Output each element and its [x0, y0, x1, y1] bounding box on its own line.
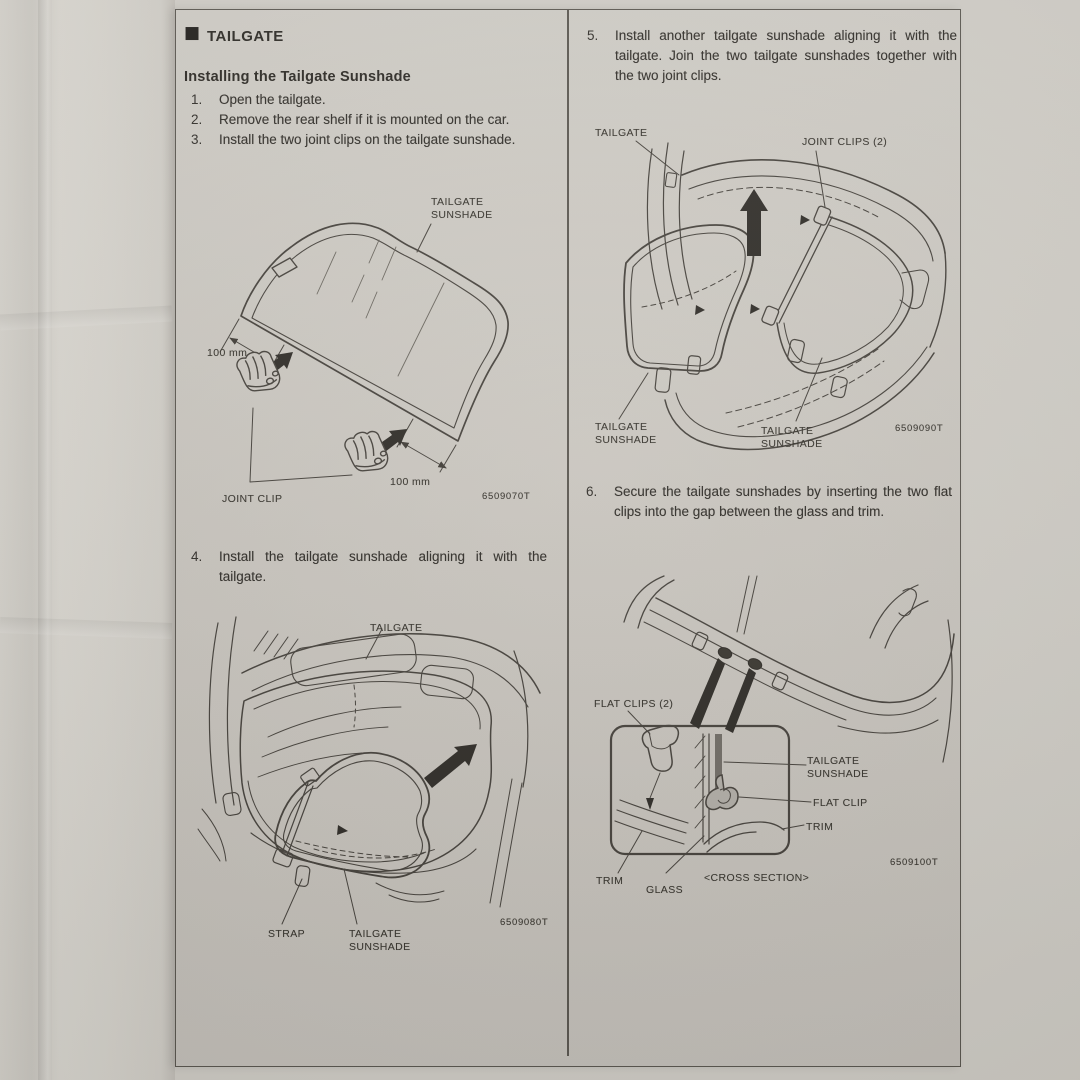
- flat-clip-section: [705, 774, 739, 811]
- install-arrow: [740, 189, 768, 256]
- figure-code: 6509080T: [500, 917, 549, 928]
- tiny-arrow: [750, 304, 760, 314]
- tiny-arrow: [800, 215, 810, 225]
- paper-crease: [0, 617, 173, 639]
- label-tailgate-sunshade: TAILGATE SUNSHADE: [761, 425, 823, 450]
- pointer-wedge: [725, 668, 756, 733]
- figure-code: 6509100T: [890, 857, 939, 868]
- tiny-arrow: [337, 825, 348, 835]
- dimension-lines: [219, 318, 457, 473]
- figure-code: 6509090T: [895, 423, 944, 434]
- joint-clip-art: [813, 205, 832, 226]
- strap-art: [281, 782, 314, 857]
- label-trim: TRIM: [596, 875, 624, 887]
- sunshade-tab: [271, 257, 298, 278]
- sunshade-outline: [274, 751, 431, 879]
- joint-clip-art: [342, 426, 391, 477]
- section-subtitle: Installing the Tailgate Sunshade: [184, 69, 411, 85]
- step-number: 3.: [191, 132, 203, 147]
- paper-crease: [38, 0, 52, 1080]
- leader-lines: [618, 140, 826, 422]
- label-flat-clip: FLAT CLIP: [813, 797, 868, 809]
- label-tailgate: TAILGATE: [595, 127, 648, 139]
- figure-flat-clips-cross-section: [609, 575, 955, 874]
- step-text: Remove the rear shelf if it is mounted o…: [219, 112, 510, 127]
- inset-box: [609, 724, 791, 856]
- label-tailgate-sunshade: TAILGATE SUNSHADE: [431, 196, 493, 221]
- manual-page: ■ TAILGATE Installing the Tailgate Sunsh…: [175, 9, 961, 1067]
- installed-flat-clip: [717, 647, 733, 659]
- glass-section: [702, 733, 710, 845]
- label-tailgate-sunshade: TAILGATE SUNSHADE: [595, 421, 657, 446]
- leader-lines: [281, 628, 383, 925]
- label-glass: GLASS: [646, 884, 684, 896]
- label-tailgate-sunshade: TAILGATE SUNSHADE: [349, 928, 411, 953]
- paper-crease: [0, 305, 173, 331]
- section-marker-icon: ■: [184, 23, 201, 43]
- figure-second-sunshade: [618, 140, 947, 451]
- leader-lines: [617, 710, 812, 874]
- page-title: TAILGATE: [207, 28, 284, 45]
- step-text: Install another tailgate sunshade aligni…: [615, 28, 957, 83]
- label-dimension: 100 mm: [390, 476, 431, 488]
- label-joint-clip: JOINT CLIP: [222, 493, 283, 505]
- step-number: 2.: [191, 112, 203, 127]
- pointer-wedge: [690, 658, 725, 729]
- adjacent-paper-margin: [0, 0, 175, 1080]
- sunshade-section: [715, 734, 722, 790]
- joint-clip-art: [761, 305, 780, 326]
- leader-lines: [249, 223, 432, 483]
- label-trim: TRIM: [806, 821, 834, 833]
- sunshade-outline: [240, 222, 509, 442]
- figure-install-sunshade: [197, 616, 541, 925]
- install-arrow: [424, 744, 477, 788]
- sunshade-tab: [300, 767, 320, 787]
- step-text: Open the tailgate.: [219, 92, 326, 107]
- label-dimension: 100 mm: [207, 347, 248, 359]
- label-flat-clips: FLAT CLIPS (2): [594, 698, 674, 710]
- trim-section: [703, 821, 785, 853]
- label-joint-clips: JOINT CLIPS (2): [802, 136, 888, 148]
- flat-clip-art: [641, 724, 680, 772]
- step-number: 4.: [191, 549, 203, 564]
- sunshade-outline: [623, 224, 755, 372]
- tiny-arrow: [695, 305, 705, 315]
- step-text: Install the two joint clips on the tailg…: [219, 132, 516, 147]
- joint-rod: [773, 212, 833, 324]
- step-number: 1.: [191, 92, 203, 107]
- label-tailgate: TAILGATE: [370, 622, 423, 634]
- column-divider: [567, 10, 569, 1056]
- step-number: 5.: [587, 28, 599, 43]
- step-number: 6.: [586, 484, 598, 499]
- label-tailgate-sunshade: TAILGATE SUNSHADE: [807, 755, 869, 780]
- figure-sunshade-joint-clips: [219, 222, 509, 483]
- tiny-arrow: [646, 798, 654, 810]
- step-text: Install the tailgate sunshade aligning i…: [219, 549, 547, 584]
- figure-code: 6509070T: [482, 491, 531, 502]
- label-strap: STRAP: [268, 928, 306, 940]
- label-cross-section: <CROSS SECTION>: [704, 872, 810, 884]
- step-text: Secure the tailgate sunshades by inserti…: [614, 484, 952, 519]
- installed-flat-clip: [747, 658, 763, 670]
